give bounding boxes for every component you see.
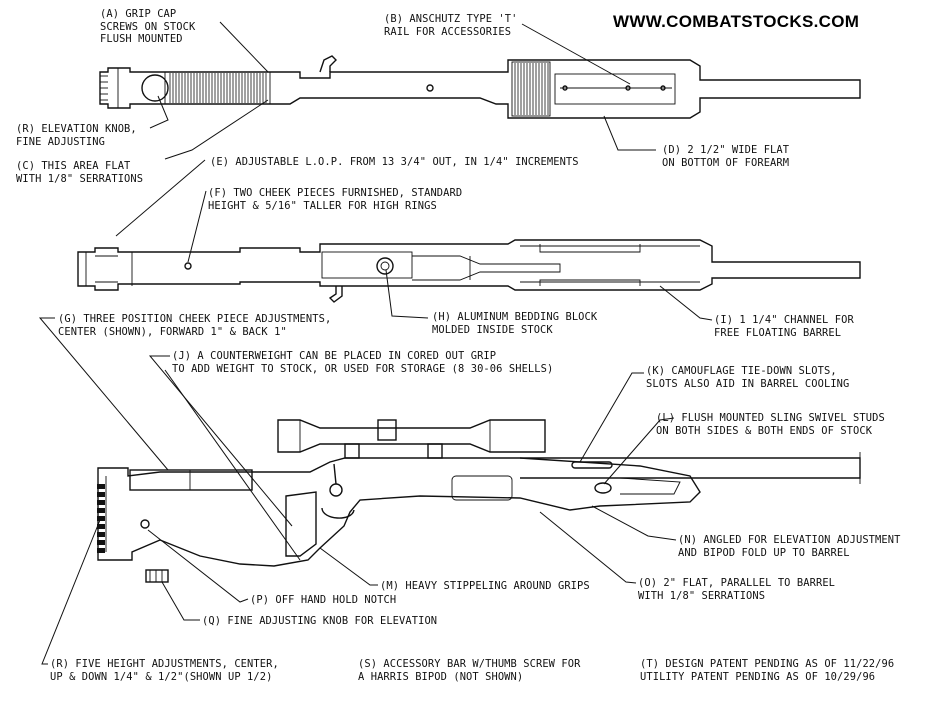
top-view-stock	[77, 239, 861, 303]
website-url: WWW.COMBATSTOCKS.COM	[613, 12, 860, 31]
callout-r-elevation-knob: (R) ELEVATION KNOB,FINE ADJUSTING	[16, 123, 137, 148]
callout-g: (G) THREE POSITION CHEEK PIECE ADJUSTMEN…	[58, 313, 332, 338]
callout-e: (E) ADJUSTABLE L.O.P. FROM 13 3/4" OUT, …	[210, 156, 579, 168]
side-view-rifle	[97, 419, 861, 583]
callout-r-height-adjustments: (R) FIVE HEIGHT ADJUSTMENTS, CENTER,UP &…	[50, 658, 279, 683]
callout-m: (M) HEAVY STIPPELING AROUND GRIPS	[380, 580, 590, 592]
callout-t: (T) DESIGN PATENT PENDING AS OF 11/22/96…	[640, 658, 895, 683]
callout-f: (F) TWO CHEEK PIECES FURNISHED, STANDARD…	[208, 187, 463, 212]
callout-b: (B) ANSCHUTZ TYPE 'T'RAIL FOR ACCESSORIE…	[384, 13, 518, 38]
leader-lines	[38, 21, 713, 665]
bottom-view-stock	[99, 55, 861, 119]
callout-k: (K) CAMOUFLAGE TIE-DOWN SLOTS,SLOTS ALSO…	[646, 365, 850, 390]
callout-q: (Q) FINE ADJUSTING KNOB FOR ELEVATION	[202, 615, 438, 627]
callout-j: (J) A COUNTERWEIGHT CAN BE PLACED IN COR…	[172, 350, 554, 375]
callout-p: (P) OFF HAND HOLD NOTCH	[250, 594, 397, 606]
